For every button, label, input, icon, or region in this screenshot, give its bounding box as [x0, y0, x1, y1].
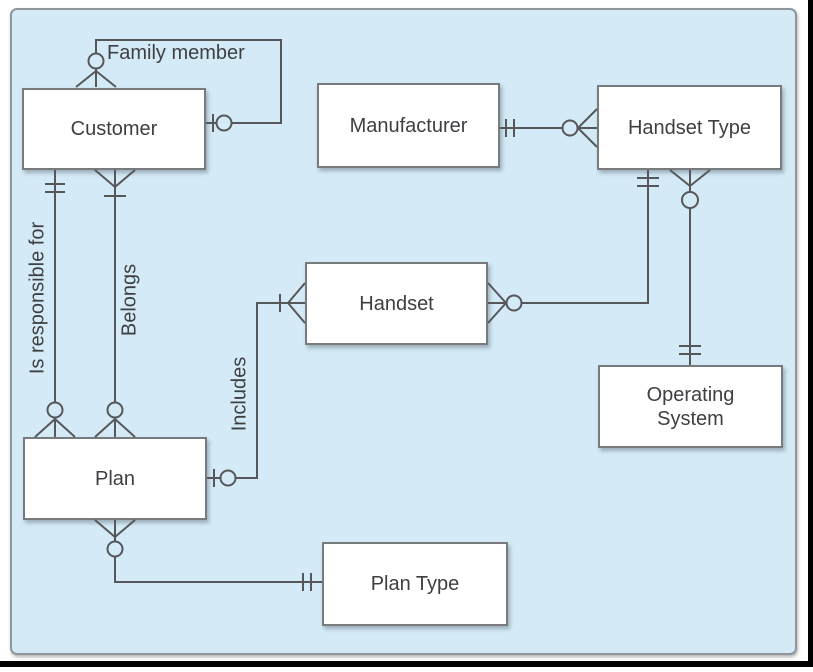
relationship-label-belongs: Belongs — [118, 263, 141, 337]
entity-operating-system: Operating System — [598, 365, 783, 448]
entity-plan-type: Plan Type — [322, 542, 508, 626]
relationship-label-family-member: Family member — [107, 42, 245, 64]
entity-plan-label: Plan — [94, 467, 136, 490]
entity-plan: Plan — [23, 437, 207, 520]
window-frame-right-edge — [808, 0, 813, 667]
entity-customer-label: Customer — [70, 118, 158, 140]
connector-includes — [207, 282, 306, 487]
entity-handset-type-label: Handset Type — [627, 116, 752, 139]
entity-manufacturer-label: Manufacturer — [349, 114, 468, 137]
window-frame-bottom-edge — [0, 661, 813, 667]
entity-operating-system-label: Operating System — [646, 383, 735, 430]
connector-is-responsible-for — [34, 170, 76, 438]
relationship-label-includes: Includes — [228, 356, 251, 432]
connector-family-member — [75, 39, 282, 132]
connector-belongs — [94, 169, 136, 438]
connector-handset-handset-type — [487, 170, 659, 324]
connector-plan-plan-type — [94, 519, 322, 591]
entity-handset-label: Handset — [359, 292, 434, 315]
connector-handset-type-operating-system — [669, 169, 711, 365]
connector-manufacturer-handset-type — [500, 108, 598, 148]
entity-plan-type-label: Plan Type — [370, 573, 460, 595]
entity-handset: Handset — [305, 262, 488, 345]
entity-manufacturer: Manufacturer — [317, 83, 500, 168]
relationship-label-is-responsible-for: Is responsible for — [26, 221, 49, 375]
entity-handset-type: Handset Type — [597, 85, 782, 170]
entity-customer: Customer — [22, 88, 206, 170]
